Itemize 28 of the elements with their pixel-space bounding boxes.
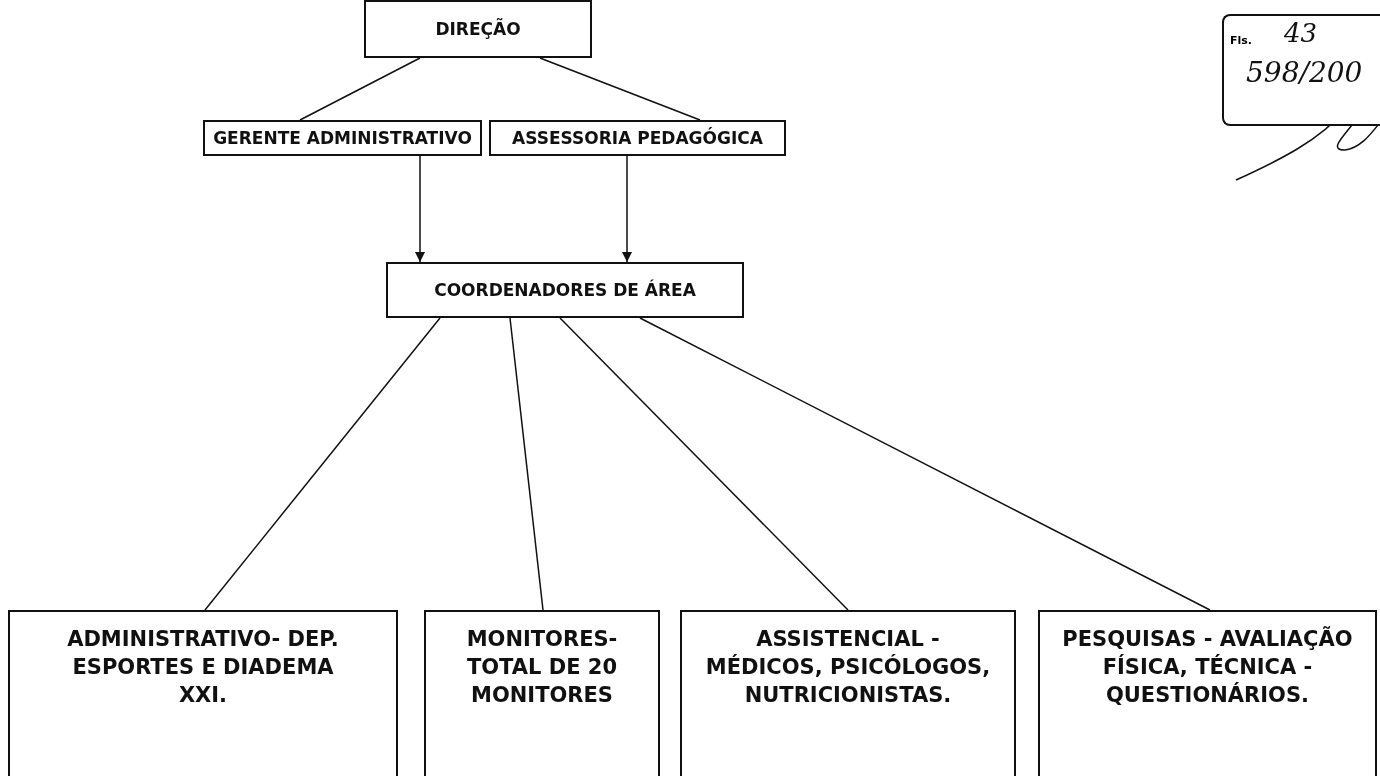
connector-line xyxy=(539,57,701,121)
box-label: ASSISTENCIAL - MÉDICOS, PSICÓLOGOS, NUTRICIONISTAS. xyxy=(704,626,992,709)
org-box xyxy=(1038,610,1377,776)
connector-line xyxy=(509,317,544,611)
arrow xyxy=(414,155,426,263)
org-box xyxy=(203,120,482,156)
box-label: COORDENADORES DE ÁREA xyxy=(434,279,696,301)
connector-line xyxy=(559,317,849,611)
box-label: ASSESSORIA PEDAGÓGICA xyxy=(512,127,763,149)
org-box xyxy=(680,610,1016,776)
handwritten-number: 43 xyxy=(1284,18,1318,48)
org-box xyxy=(489,120,786,156)
handwritten-number: 598/200 xyxy=(1246,56,1363,89)
stamp-label: Fls. xyxy=(1230,34,1252,47)
connector-line xyxy=(299,57,421,121)
org-box xyxy=(364,0,592,58)
org-box xyxy=(8,610,398,776)
org-box xyxy=(386,262,744,318)
stamp-box xyxy=(1222,14,1380,126)
connector-line xyxy=(204,317,441,611)
box-label: MONITORES- TOTAL DE 20 MONITORES xyxy=(465,626,619,709)
box-label: GERENTE ADMINISTRATIVO xyxy=(213,127,472,149)
arrow xyxy=(621,155,633,263)
box-label: PESQUISAS - AVALIAÇÃO FÍSICA, TÉCNICA - QUESTIONÁRIOS. xyxy=(1061,626,1354,709)
box-label: ADMINISTRATIVO- DEP. ESPORTES E DIADEMA XXI. xyxy=(66,626,340,709)
box-label: DIREÇÃO xyxy=(435,18,521,40)
connector-line xyxy=(639,317,1211,611)
org-box xyxy=(424,610,660,776)
